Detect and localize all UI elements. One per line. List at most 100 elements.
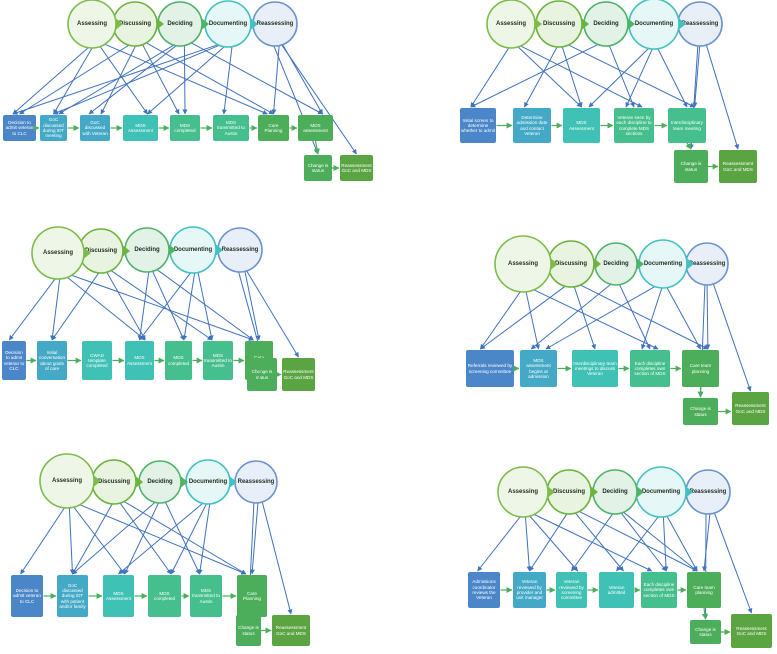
flow-arrow (249, 499, 259, 575)
process-box (170, 115, 200, 141)
reassessment-box (340, 155, 373, 181)
stage-3-label: Documenting (641, 489, 681, 495)
flow-arrow (197, 500, 211, 575)
process-box-2-label: GoC discussed with Veteran (82, 120, 108, 136)
process-box-3-label-area: Veteran admitted (607, 584, 626, 595)
process-box (599, 572, 634, 608)
flow-arrow (124, 499, 161, 575)
panel-6: ReassessingDocumentingDecidingDiscussing… (468, 466, 772, 648)
flow-arrow (577, 283, 709, 350)
change-status-label-area: Change is status (690, 406, 711, 417)
process-box-3-label: Veteran admitted (607, 584, 626, 595)
flow-arrow (182, 269, 196, 341)
process-box-1-label-area: Determine admission date and contact Vet… (517, 115, 548, 136)
process-box-0-label: Decision to admit veteran to CLC (5, 120, 34, 136)
change-status-label-area: Change is status (251, 369, 273, 380)
stage-4-label: Reassessing (681, 21, 719, 27)
stage-2-label-area: Deciding (602, 489, 627, 495)
process-box (148, 575, 181, 617)
reassessment-label: Reassessment GoC and MDS (341, 162, 372, 173)
flow-arrow (524, 287, 540, 350)
stage-1-label: Discussing (97, 479, 130, 485)
process-box-3-label: MDS Assessment (126, 355, 153, 366)
flow-arrow (573, 510, 624, 572)
stage-4-label-area: Reassessing (689, 261, 726, 267)
process-box (513, 572, 546, 608)
stage-3-label-area: Documenting (209, 21, 247, 27)
process-box (125, 341, 154, 380)
flow-arrow (88, 42, 181, 115)
stage-2-label: Deciding (147, 479, 173, 485)
process-box (466, 350, 514, 387)
reassess-arrow (713, 511, 753, 614)
flow-arrow (64, 274, 146, 341)
stage-1-label-area: Discussing (84, 248, 117, 254)
stage-4-label-area: Reassessing (237, 479, 275, 485)
process-box-0-label: Admissions coordinator reviews the Veter… (472, 579, 496, 601)
process-box-2-label-area: Interdisciplinary team meetings to discu… (573, 361, 616, 377)
reassessment-label-area: Reassessment GoC and MDS (735, 403, 765, 413)
reassessment-label: Reassessment GoC and MDS (722, 161, 754, 172)
process-box-4-label-area: MDS completed (174, 123, 195, 133)
flow-arrow (577, 510, 698, 572)
flow-arrow (71, 503, 126, 575)
flow-arrow (19, 42, 134, 115)
flow-arrow (517, 43, 643, 108)
stage-0-label: Assessing (42, 250, 73, 256)
stage-1-label-area: Discussing (97, 479, 130, 485)
flow-arrow (515, 44, 582, 108)
stage-4-label-area: Reassessing (222, 247, 259, 253)
stage-4-label: Reassessing (237, 479, 275, 485)
process-box (298, 115, 333, 141)
panel-5: ReassessingDocumentingDecidingDiscussing… (11, 453, 310, 646)
panel-2: ReassessingDocumentingDecidingDiscussing… (460, 0, 757, 183)
flow-arrow (12, 43, 222, 115)
process-box-1-label-area: GoC discussed during IDT meeting (42, 117, 65, 139)
stage-1-label-area: Discussing (542, 21, 575, 27)
process-box (572, 350, 618, 387)
stage-3-label-area: Documenting (641, 489, 681, 495)
stage-1-label: Discussing (542, 21, 575, 27)
stage-circle (67, 0, 117, 49)
process-box-3-label-area: MDS completed (154, 591, 175, 601)
flow-arrow (72, 500, 115, 575)
flow-arrow (72, 499, 159, 575)
process-box-0-label-area: Decision to admit veteran to CLC (5, 120, 34, 136)
flow-arrow (565, 43, 696, 108)
flow-arrow (527, 512, 579, 572)
stage-0-label-area: Assessing (52, 478, 82, 484)
process-box-5-label: Care team planning (693, 584, 715, 595)
stage-1-label-area: Discussing (553, 489, 585, 495)
flow-arrow (141, 42, 180, 115)
change-status-box (247, 358, 277, 391)
process-box (468, 572, 500, 608)
reassess-arrow (705, 43, 740, 150)
change-status-label: Change is status (690, 406, 711, 417)
reassess-arrow (280, 43, 357, 155)
stage-1-label: Discussing (84, 248, 117, 254)
stage-0-label-area: Assessing (77, 21, 107, 27)
reassessment-label: Reassessment GoC and MDS (275, 625, 307, 636)
process-box (80, 115, 110, 141)
process-box-4-label-area: MDS transmitted to Austin (192, 588, 220, 604)
process-box (2, 341, 26, 380)
process-box-5-label-area: Care team planning (693, 584, 715, 595)
panel-1-arrows (12, 42, 357, 155)
reassessment-label-area: Reassessment GoC and MDS (736, 626, 766, 636)
reassessment-label-area: Reassessment GoC and MDS (722, 161, 754, 172)
change-status-label: Change is status (251, 369, 273, 380)
process-box-2-label-area: Veteran reviewed by screening committee (559, 579, 584, 600)
down-connector (701, 607, 708, 620)
flow-arrow (545, 283, 659, 350)
down-connector (248, 613, 255, 620)
flow-arrow (117, 500, 172, 575)
process-box-5-label-area: Care Planning (243, 591, 261, 601)
process-box-1-label: GoC discussed during IDT meeting (42, 117, 65, 139)
process-box (556, 572, 587, 608)
process-box (203, 341, 233, 380)
flow-arrow (572, 283, 596, 350)
flow-arrow (221, 43, 233, 115)
flow-arrow (470, 44, 512, 108)
flow-arrow (122, 500, 247, 575)
